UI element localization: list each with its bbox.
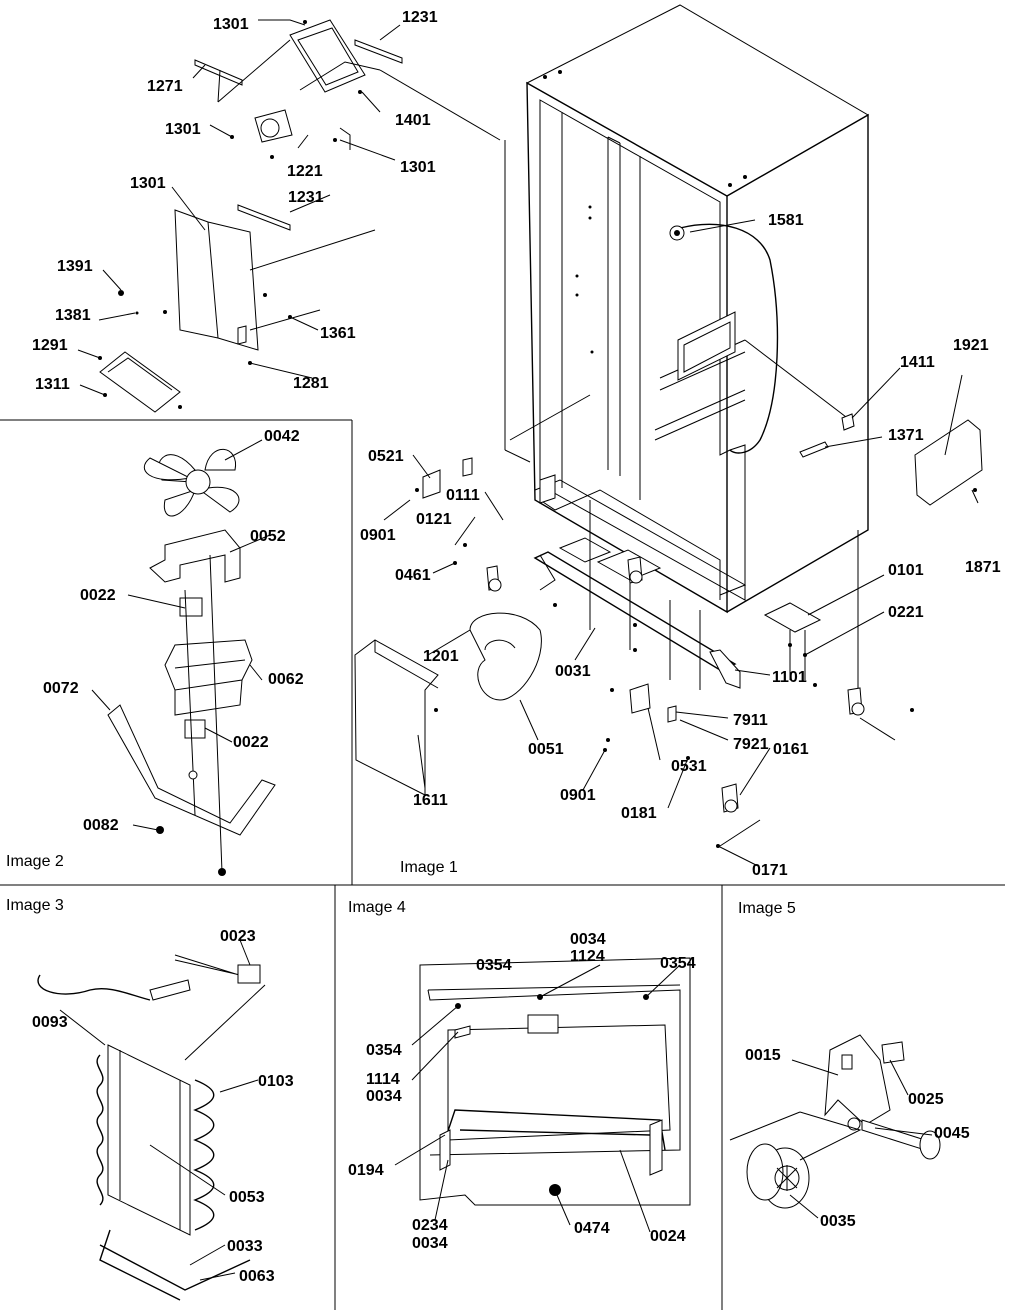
part-label: 1411 xyxy=(900,354,935,371)
part-label: 0901 xyxy=(560,787,596,804)
part-label: 0053 xyxy=(229,1189,265,1206)
panel-caption-image-3: Image 3 xyxy=(6,897,64,914)
part-label: 0082 xyxy=(83,817,119,834)
part-label: 0901 xyxy=(360,527,396,544)
part-label: 0034 xyxy=(570,931,606,948)
part-label: 1231 xyxy=(288,189,324,206)
part-label: 0034 xyxy=(366,1088,402,1105)
part-label: 0051 xyxy=(528,741,564,758)
part-label: 1381 xyxy=(55,307,91,324)
part-label: 0031 xyxy=(555,663,591,680)
part-label: 0354 xyxy=(660,955,696,972)
part-label: 0024 xyxy=(650,1228,686,1245)
part-label: 1371 xyxy=(888,427,924,444)
panel-caption-image-2: Image 2 xyxy=(6,853,64,870)
part-label: 0103 xyxy=(258,1073,294,1090)
part-label: 1921 xyxy=(953,337,989,354)
part-label: 0093 xyxy=(32,1014,68,1031)
part-label: 1871 xyxy=(965,559,1001,576)
part-label: 0015 xyxy=(745,1047,781,1064)
part-label: 0354 xyxy=(476,957,512,974)
part-label: 0354 xyxy=(366,1042,402,1059)
part-label: 0194 xyxy=(348,1162,384,1179)
part-label: 1124 xyxy=(570,948,605,965)
roller-assembly-front xyxy=(721,783,739,813)
part-label: 0101 xyxy=(888,562,924,579)
part-label: 1221 xyxy=(287,163,323,180)
part-label: 0171 xyxy=(752,862,788,879)
part-label: 0035 xyxy=(820,1213,856,1230)
part-label: 1231 xyxy=(402,9,438,26)
leader-lines xyxy=(59,19,979,1281)
panel-caption-image-5: Image 5 xyxy=(738,900,796,917)
cabinet-drawing xyxy=(354,4,983,848)
part-label: 0022 xyxy=(233,734,269,751)
part-label: 1201 xyxy=(423,648,459,665)
part-label: 0042 xyxy=(264,428,300,445)
fan-motor-drawing xyxy=(107,448,276,876)
part-label: 0111 xyxy=(446,487,480,504)
roller-assembly-left xyxy=(486,565,502,592)
roller-drawing xyxy=(729,1034,941,1209)
part-label: 1301 xyxy=(165,121,201,138)
part-label: 7911 xyxy=(733,712,768,729)
panel-dividers xyxy=(0,419,1005,1310)
part-label: 0025 xyxy=(908,1091,944,1108)
part-label: 1611 xyxy=(413,792,448,809)
roller-assembly-mid xyxy=(627,556,643,584)
part-label: 0234 xyxy=(412,1217,448,1234)
part-label: 1291 xyxy=(32,337,68,354)
evaporator-cover-drawing xyxy=(98,204,376,413)
part-label: 0022 xyxy=(80,587,116,604)
panel-caption-image-4: Image 4 xyxy=(348,899,406,916)
part-label: 1311 xyxy=(35,376,70,393)
part-label: 0461 xyxy=(395,567,431,584)
panel-captions: Image 2 Image 1 Image 3 Image 4 Image 5 xyxy=(6,853,796,917)
part-label: 1114 xyxy=(366,1071,400,1088)
part-label: 1301 xyxy=(400,159,436,176)
part-label: 0474 xyxy=(574,1220,610,1237)
part-label: 0052 xyxy=(250,528,286,545)
part-label: 0072 xyxy=(43,680,79,697)
part-label: 1401 xyxy=(395,112,431,129)
part-label: 0531 xyxy=(671,758,707,775)
part-label: 0521 xyxy=(368,448,404,465)
part-label: 0181 xyxy=(621,805,657,822)
part-label: 0121 xyxy=(416,511,452,528)
part-label: 0023 xyxy=(220,928,256,945)
panel-caption-image-1: Image 1 xyxy=(400,859,458,876)
part-label: 0161 xyxy=(773,741,809,758)
part-label: 0063 xyxy=(239,1268,275,1285)
roller-assembly-right xyxy=(847,687,865,716)
part-label: 0034 xyxy=(412,1235,448,1252)
part-label: 0221 xyxy=(888,604,924,621)
part-label: 1301 xyxy=(213,16,249,33)
liner-drawing xyxy=(419,957,691,1206)
fan-bracket-top-drawing xyxy=(194,19,403,159)
part-label: 0033 xyxy=(227,1238,263,1255)
evaporator-drawing xyxy=(37,954,266,1301)
part-label: 1391 xyxy=(57,258,93,275)
part-label: 1581 xyxy=(768,212,804,229)
part-label: 7921 xyxy=(733,736,769,753)
part-label: 1361 xyxy=(320,325,356,342)
part-label: 1301 xyxy=(130,175,166,192)
part-labels: 1301 1231 1271 1301 1401 1221 1301 1301 … xyxy=(32,9,1001,1285)
part-label: 0045 xyxy=(934,1125,970,1142)
part-label: 1271 xyxy=(147,78,183,95)
part-label: 1281 xyxy=(293,375,329,392)
part-label: 1101 xyxy=(772,669,807,686)
part-label: 0062 xyxy=(268,671,304,688)
